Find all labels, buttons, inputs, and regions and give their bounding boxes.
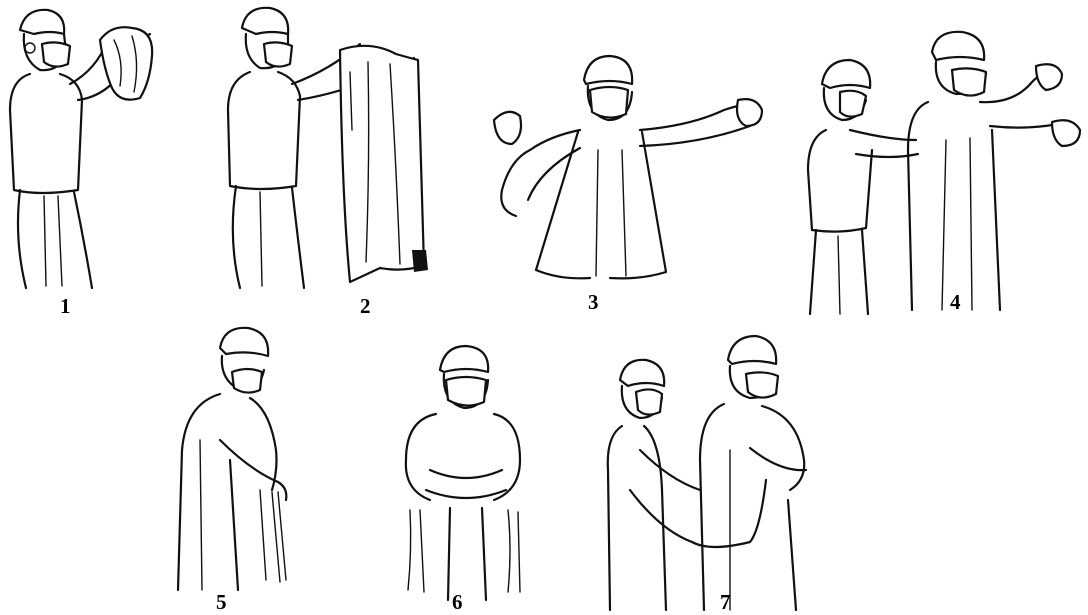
step-2-label: 2: [360, 296, 371, 317]
step-5-label: 5: [216, 592, 227, 613]
step-1-panel: 1: [0, 0, 170, 320]
surgeon-crossing-arms-holding-belt-front-icon: [390, 340, 540, 615]
surgeon-lifting-folded-gown-icon: [0, 0, 170, 320]
step-7-label: 7: [720, 592, 731, 613]
step-3-label: 3: [588, 292, 599, 313]
step-4-label: 4: [950, 292, 961, 313]
step-3-panel: 3: [480, 40, 780, 320]
surgeon-unfolding-gown-icon: [200, 0, 450, 320]
step-4-panel: 4: [800, 30, 1088, 330]
surgeon-crossing-arms-holding-belt-side-icon: [160, 320, 310, 615]
step-1-label: 1: [60, 296, 71, 317]
step-2-panel: 2: [200, 0, 450, 320]
step-5-panel: 5: [160, 320, 310, 615]
step-7-panel: 7: [600, 330, 830, 615]
step-6-label: 6: [452, 592, 463, 613]
assistant-pulling-gown-from-behind-icon: [800, 30, 1088, 330]
step-6-panel: 6: [390, 340, 540, 615]
surgeon-inserting-arms-into-sleeves-icon: [480, 40, 780, 320]
assistant-tying-waist-belt-behind-icon: [600, 330, 830, 615]
